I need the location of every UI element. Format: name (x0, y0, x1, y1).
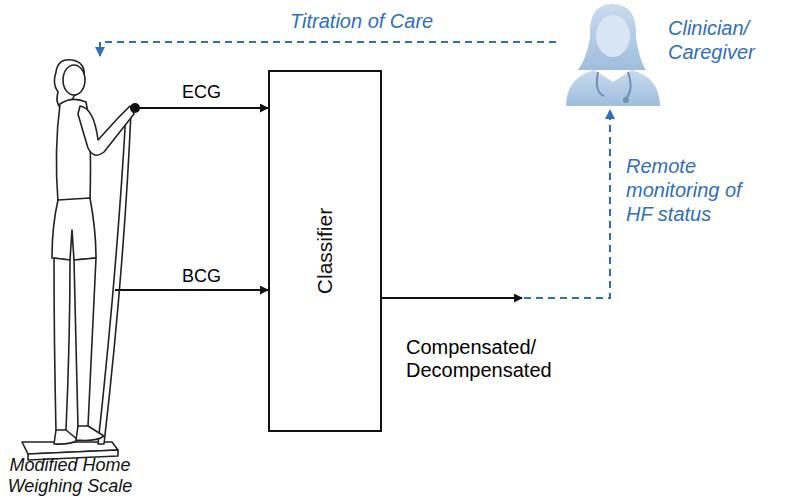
foot-front (76, 426, 104, 441)
edge-label: ECG (180, 82, 223, 103)
connector (135, 108, 268, 109)
scale-user-node: Modified Home Weighing Scale (5, 52, 135, 500)
node-text: Classifier (313, 208, 337, 294)
shorts (52, 198, 96, 260)
signal-line (115, 289, 268, 291)
head (63, 65, 85, 95)
edge-label: BCG (180, 266, 223, 287)
signal-line (135, 107, 268, 109)
leg-front (74, 258, 96, 428)
stethoscope (597, 72, 631, 98)
connector (115, 290, 268, 291)
node-text: Modified Home Weighing Scale (5, 455, 135, 498)
edge-label: Titration of Care (288, 10, 435, 33)
stethoscope-chest (623, 97, 629, 103)
clinician-node: Clinician/ Caregiver (560, 2, 660, 108)
clinician-body (566, 70, 660, 106)
leg-back (54, 258, 70, 432)
annotation-label: Remote monitoring of HF status (624, 154, 746, 226)
connector (382, 110, 610, 298)
classifier-box: Classifier (268, 70, 382, 432)
dashed-link (524, 110, 610, 298)
clinician-hair (578, 4, 646, 70)
connector (100, 42, 556, 56)
person-on-scale (22, 60, 140, 460)
signal-line (382, 297, 522, 299)
clinician-face (596, 15, 630, 57)
clinician-icon (566, 4, 660, 106)
dashed-link (100, 42, 556, 56)
edge-label: Compensated/ Decompensated (404, 336, 568, 382)
foot-back (54, 430, 78, 444)
handle-post (98, 112, 131, 444)
node-text: Clinician/ Caregiver (668, 16, 768, 64)
arm (78, 106, 134, 155)
